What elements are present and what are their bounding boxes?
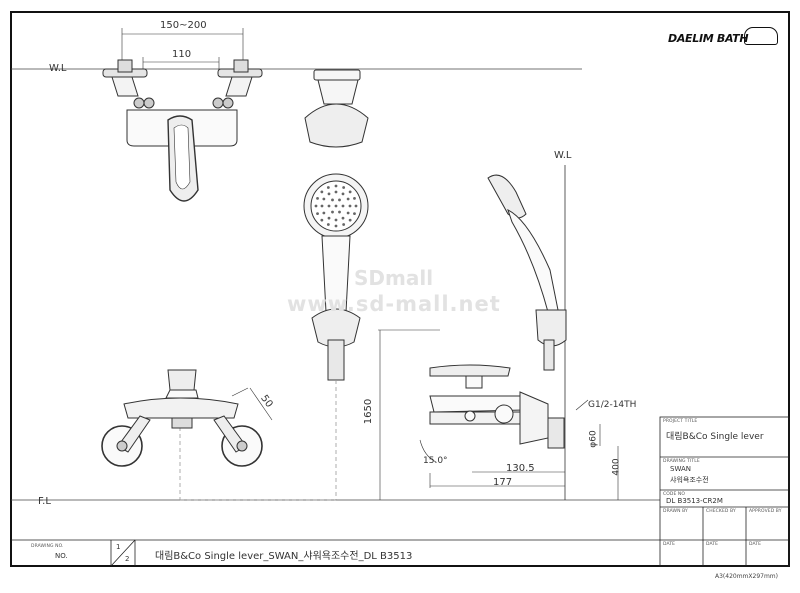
drawn-by-label: DRAWN BY — [663, 509, 688, 514]
nozzle-dot — [348, 204, 352, 208]
nozzle-dot — [320, 204, 324, 208]
page-total: 2 — [125, 555, 130, 563]
watermark-line1: SDmall — [354, 266, 434, 290]
date-label-1: DATE — [663, 542, 676, 547]
paper-size: A3(420mmX297mm) — [715, 573, 778, 580]
nozzle-dot — [334, 224, 338, 228]
nozzle-dot — [314, 204, 318, 208]
drawing-description: 대림B&Co Single lever_SWAN_샤워욕조수전_DL B3513 — [155, 551, 413, 562]
nozzle-dot — [327, 204, 331, 208]
nozzle-dot — [320, 190, 324, 194]
title-block-frame — [659, 416, 790, 567]
brand-logo: DAELIM BATH — [668, 32, 749, 45]
nozzle-dot — [348, 190, 352, 194]
nozzle-dot — [322, 211, 326, 215]
dim-top-span: 150~200 — [160, 20, 207, 31]
nozzle-dot — [327, 192, 331, 196]
nozzle-dot — [338, 198, 341, 202]
nozzle-dot — [346, 197, 350, 201]
nozzle-dot — [338, 210, 341, 214]
drawing-title-name: SWAN — [670, 465, 692, 473]
nozzle-dot — [341, 204, 345, 208]
approved-by-label: APPROVED BY — [749, 509, 782, 514]
dim-400: 400 — [611, 458, 622, 476]
drawing-title-kr: 샤워욕조수전 — [670, 476, 709, 484]
nozzle-dot — [341, 192, 345, 196]
dim-177: 177 — [493, 477, 513, 488]
front-view-faucet — [101, 369, 273, 467]
nozzle-dot — [331, 210, 334, 214]
project-title-label: PROJECT TITLE — [663, 419, 698, 424]
top-view-faucet — [102, 28, 263, 202]
nozzle-dot — [326, 186, 330, 189]
watermark-line2: www.sd-mall.net — [287, 292, 501, 316]
nozzle-dot — [334, 218, 338, 222]
label-floor-level: F.L — [38, 496, 51, 507]
nozzle-dot — [334, 184, 338, 188]
date-label-3: DATE — [749, 542, 762, 547]
nozzle-dot — [322, 197, 326, 201]
nozzle-dot — [353, 212, 356, 216]
label-water-level-right: W.L — [554, 150, 572, 161]
nozzle-dot — [316, 196, 319, 200]
dim-phi60: φ60 — [588, 430, 599, 448]
date-label-2: DATE — [706, 542, 719, 547]
nozzle-dot — [320, 218, 324, 222]
drawing-no-label: DRAWING NO. — [31, 544, 64, 549]
code-no: DL B3513-CR2M — [666, 497, 723, 505]
dim-angle: 15.0° — [423, 456, 448, 466]
label-water-level-left: W.L — [49, 63, 67, 74]
nozzle-dot — [326, 223, 330, 226]
bear-logo-icon — [744, 27, 778, 45]
nozzle-dot — [331, 198, 334, 202]
sheet-border — [10, 11, 790, 567]
nozzle-dot — [316, 212, 319, 216]
bottom-bar-frame — [11, 539, 660, 567]
nozzle-dot — [348, 218, 352, 222]
shower-bracket-view — [304, 69, 369, 148]
nozzle-dot — [341, 216, 345, 220]
nozzle-dot — [354, 204, 358, 208]
side-view-faucet — [378, 165, 619, 500]
nozzle-dot — [342, 223, 346, 226]
nozzle-dot — [334, 204, 338, 208]
nozzle-dot — [327, 216, 331, 220]
drawing-title-label: DRAWING TITLE — [663, 459, 700, 464]
nozzle-dot — [346, 211, 350, 215]
drawing-no: NO. — [55, 552, 68, 560]
nozzle-dot — [342, 186, 346, 189]
hand-shower-front — [179, 173, 369, 501]
nozzle-dot — [334, 190, 338, 194]
project-title: 대림B&Co Single lever — [666, 432, 764, 442]
page-number: 1 — [116, 543, 121, 551]
dim-1650: 1650 — [363, 398, 375, 425]
checked-by-label: CHECKED BY — [706, 509, 736, 514]
nozzle-dot — [353, 196, 356, 200]
code-no-label: CODE NO — [663, 492, 686, 497]
dim-thread: G1/2-14TH — [588, 400, 637, 410]
dim-top-inner: 110 — [172, 49, 192, 60]
dim-130: 130.5 — [506, 463, 535, 474]
